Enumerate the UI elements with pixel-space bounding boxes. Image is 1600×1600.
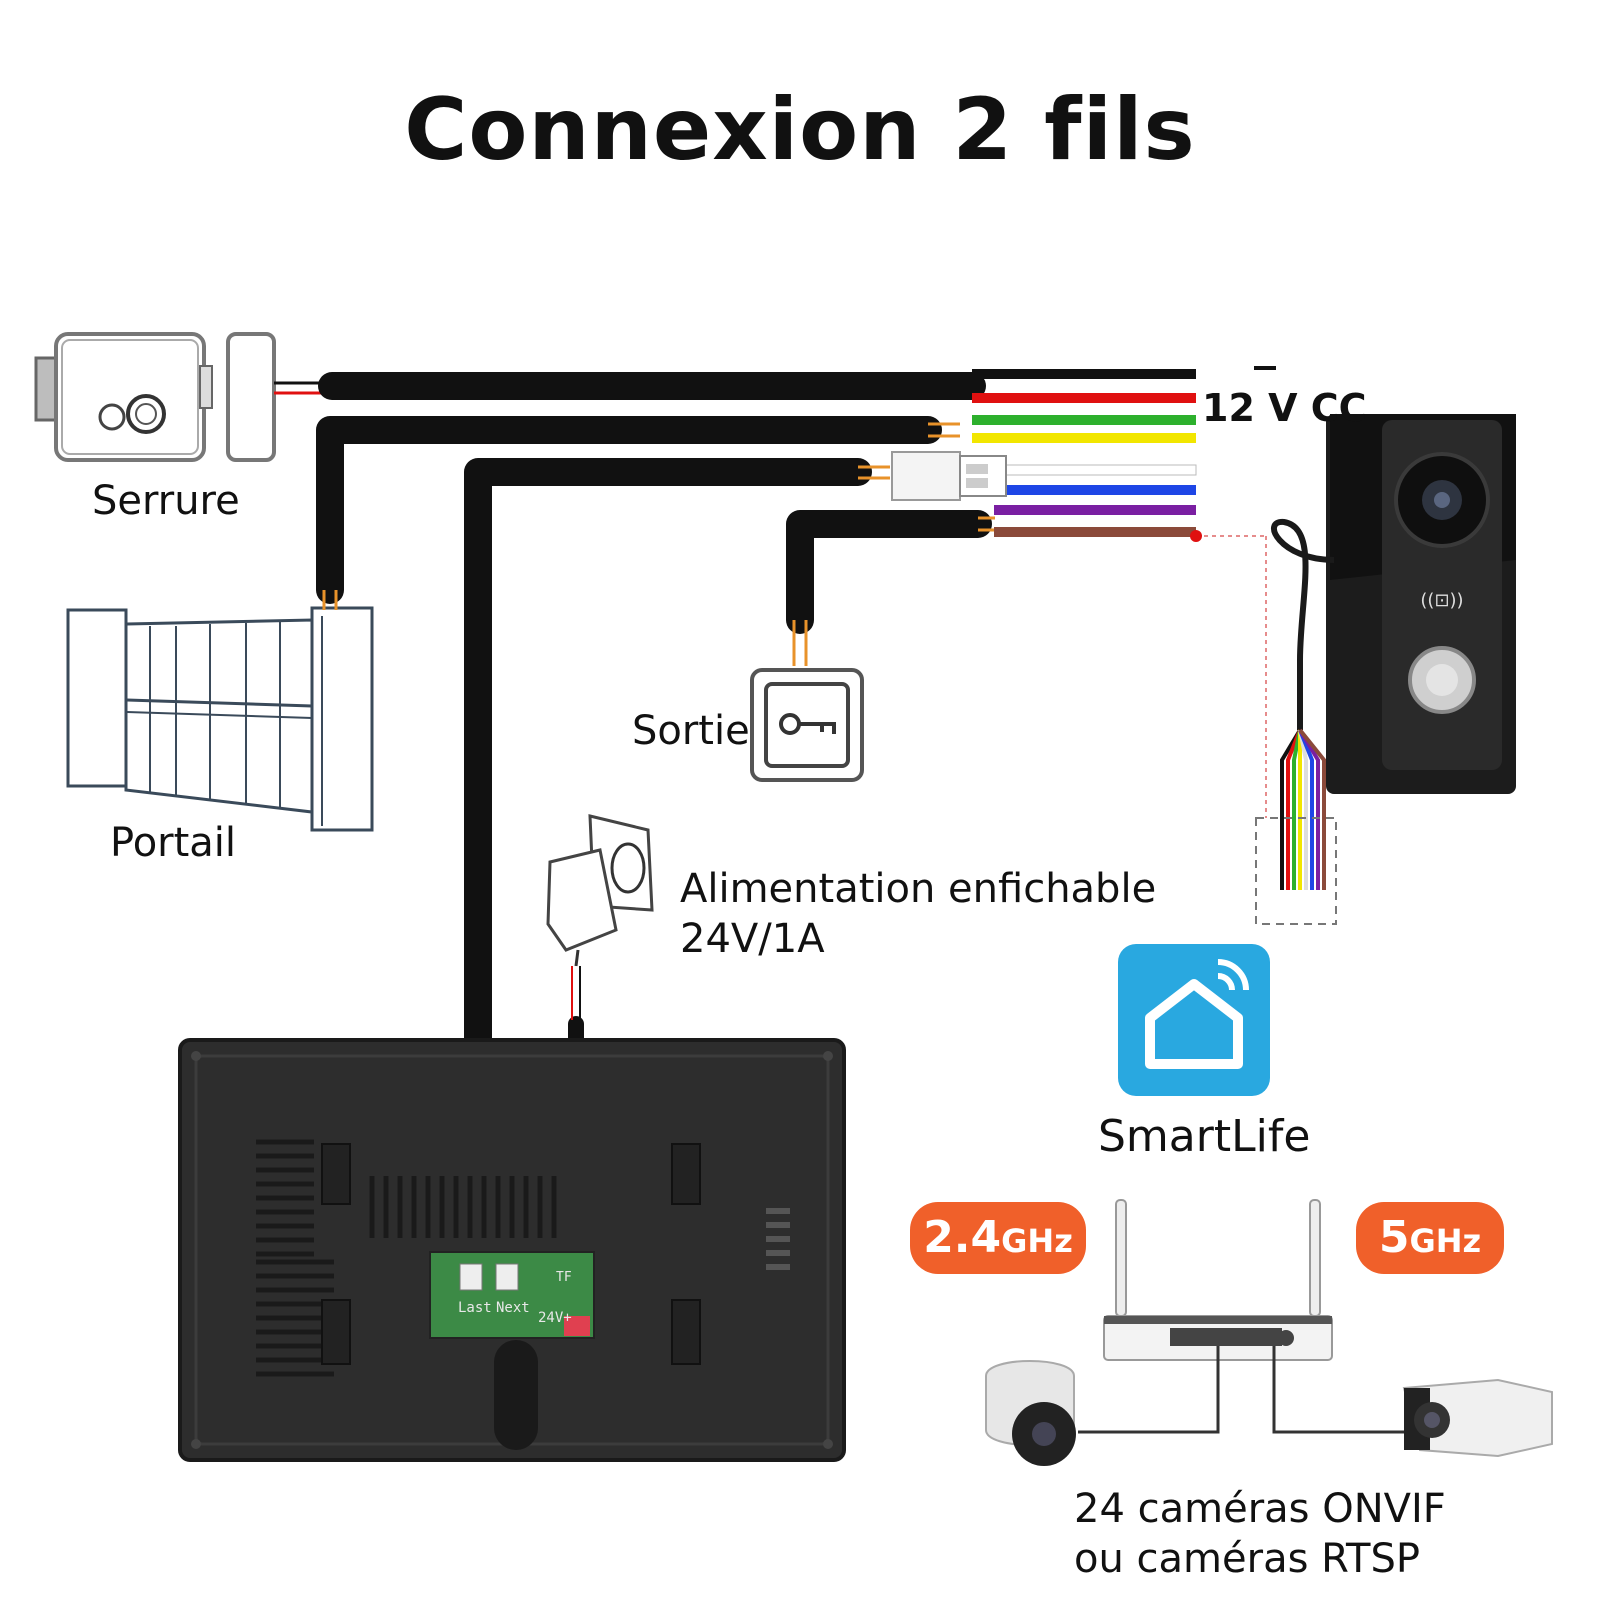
svg-text:((⊡)): ((⊡)): [1420, 590, 1463, 611]
board-last-label: Last: [458, 1300, 492, 1316]
gate-label: Portail: [110, 820, 237, 866]
lock-illustration: [34, 332, 330, 462]
voltage-label: 12 V CC: [1202, 386, 1367, 430]
dome-camera: [985, 1360, 1076, 1466]
exit-button-label: Sortie: [632, 708, 750, 754]
board-next-label: Next: [496, 1300, 530, 1316]
cameras-label-line1: 24 caméras ONVIF: [1074, 1486, 1446, 1532]
exit-button-illustration: [750, 668, 864, 782]
cameras-label-line2: ou caméras RTSP: [1074, 1536, 1420, 1582]
page-title: Connexion 2 fils: [404, 80, 1196, 180]
gate-illustration: [66, 606, 374, 832]
board-power-label: 24V+: [538, 1310, 572, 1326]
bullet-camera: [1402, 1378, 1553, 1458]
tail-wire-7: [1298, 728, 1326, 890]
band-unit: GHz: [1409, 1222, 1482, 1260]
wifi-band-5ghz: 5GHz: [1356, 1202, 1504, 1274]
band-number: 2.4: [923, 1212, 1002, 1263]
wifi-router: [1103, 1199, 1333, 1361]
dc-symbol: [1254, 366, 1276, 370]
power-supply-label: Alimentation enfichable: [680, 866, 1157, 912]
network-cables: [1078, 1346, 1420, 1434]
door-station: ((⊡)): [1190, 414, 1516, 925]
lock-label: Serrure: [92, 478, 240, 524]
terminal-connector: [891, 451, 1007, 501]
power-adapter-illustration: [546, 814, 654, 1020]
smartlife-app-icon: [1118, 944, 1270, 1096]
wifi-band-2-4ghz: 2.4GHz: [910, 1202, 1086, 1274]
band-unit: GHz: [1001, 1222, 1073, 1260]
monitor-back: [178, 1038, 846, 1462]
band-number: 5: [1378, 1212, 1410, 1263]
smartlife-label: SmartLife: [1098, 1111, 1311, 1162]
power-supply-rating: 24V/1A: [680, 916, 825, 962]
colored-wires: [972, 369, 1197, 537]
board-tf-label: TF: [556, 1270, 572, 1285]
